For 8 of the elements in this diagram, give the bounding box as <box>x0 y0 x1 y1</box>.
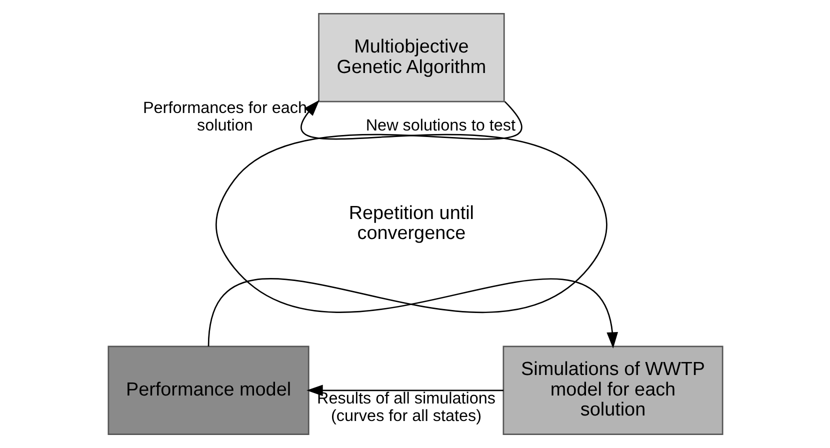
edge-label: Performances for each solution <box>142 98 307 135</box>
edge-label: New solutions to test <box>365 116 516 135</box>
node-box: Performance model <box>107 346 309 436</box>
label: Repetition until convergence <box>348 202 474 244</box>
arrow <box>306 384 503 396</box>
edge-label: Results of all simulations (curves for all states) <box>316 389 496 425</box>
node-box: Multiobjective Genetic Algorithm <box>318 12 504 102</box>
node-box: Simulations of WWTP model for each solution <box>502 346 723 436</box>
